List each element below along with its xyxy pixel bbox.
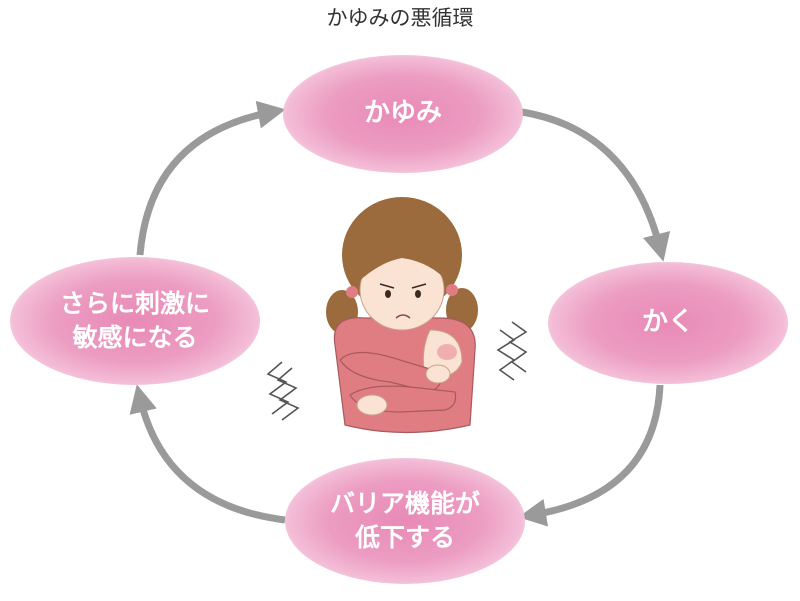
node-itch-label: かゆみ (363, 98, 442, 129)
arrow-sensitive-to-itch (136, 100, 286, 256)
zigzag-itch-mark-left (266, 361, 300, 421)
arrow-itch-to-scratch (521, 108, 671, 262)
node-barrier-line-1: バリア機能が (329, 489, 480, 519)
page-title: かゆみの悪循環 (326, 6, 474, 30)
node-sensitive-line-1: さらに刺激に (59, 289, 210, 319)
node-itch: かゆみ (283, 55, 523, 173)
node-sensitive-line-2: 敏感になる (72, 323, 198, 352)
node-barrier-decline: バリア機能が 低下する (285, 458, 525, 584)
node-scratch-label: かく (641, 307, 694, 338)
zigzag-itch-mark-right (496, 321, 528, 381)
arrow-barrier-to-sensitive (129, 384, 286, 524)
arrow-scratch-to-barrier (518, 384, 664, 527)
node-barrier-line-2: 低下する (354, 523, 455, 552)
node-more-sensitive: さらに刺激に 敏感になる (10, 257, 260, 385)
node-scratch: かく (548, 262, 788, 384)
